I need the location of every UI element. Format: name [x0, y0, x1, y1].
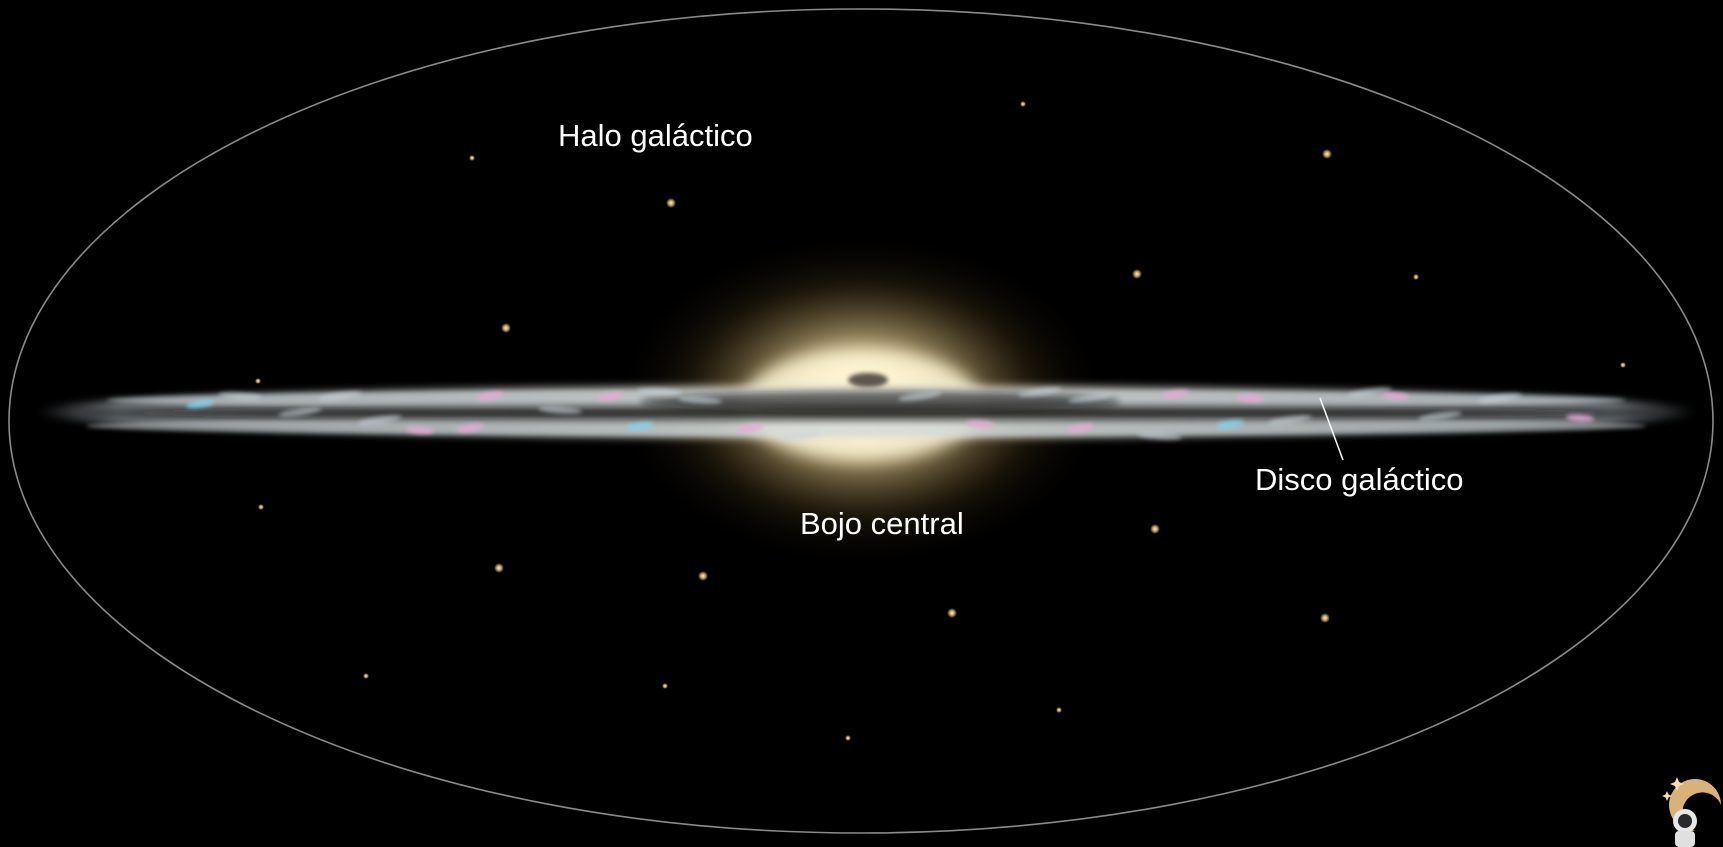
halo-star-dot — [1150, 524, 1160, 534]
halo-star-dot — [666, 198, 676, 208]
halo-star-dot — [1320, 613, 1330, 623]
disk-leader-line — [1319, 397, 1344, 461]
young-star-cluster — [1216, 420, 1244, 428]
halo-star-dot — [1620, 362, 1626, 368]
star-forming-region — [736, 424, 764, 432]
disk-gas-cloud — [538, 406, 582, 414]
young-star-cluster — [626, 422, 654, 430]
halo-star-dot — [1132, 269, 1142, 279]
disk-gas-cloud — [1268, 415, 1312, 425]
halo-stars — [255, 101, 1626, 741]
disk-gas-cloud — [1418, 411, 1462, 421]
disk-gas-cloud — [898, 391, 942, 401]
dust-lane — [80, 406, 1660, 420]
halo-star-dot — [1020, 101, 1026, 107]
halo-star-dot — [845, 735, 851, 741]
halo-star-dot — [947, 608, 957, 618]
star-forming-region — [476, 392, 504, 400]
halo-star-dot — [469, 155, 475, 161]
star-forming-region — [1066, 424, 1094, 432]
disk-gas-cloud — [318, 391, 362, 401]
star-forming-region — [456, 424, 484, 432]
star-forming-region — [1161, 390, 1189, 398]
star-forming-region — [596, 392, 624, 400]
disk-gas-cloud — [358, 415, 402, 425]
disk-gas-cloud — [778, 431, 822, 441]
young-star-cluster — [186, 400, 214, 408]
galactic-disk-band — [36, 373, 1696, 441]
disk-gas-cloud — [1348, 387, 1392, 397]
disk-gas-cloud — [1478, 393, 1522, 403]
star-forming-region — [966, 420, 994, 428]
halo-ellipse — [8, 8, 1714, 834]
disk-gas-cloud — [678, 396, 722, 404]
disk-gas-cloud — [1018, 387, 1062, 397]
star-forming-region — [406, 426, 434, 434]
halo-star-dot — [1322, 149, 1332, 159]
halo-star-dot — [501, 323, 511, 333]
disk-label: Disco galáctico — [1251, 462, 1468, 497]
halo-star-dot — [698, 571, 708, 581]
disk-star-forming-regions — [186, 387, 1594, 441]
disk-gas-cloud — [278, 407, 322, 417]
disk-gas-cloud — [1138, 432, 1182, 440]
star-forming-region — [1381, 392, 1409, 400]
star-forming-region — [1566, 414, 1594, 422]
halo-star-dot — [255, 378, 261, 384]
halo-star-dot — [258, 504, 264, 510]
halo-star-dot — [1056, 707, 1062, 713]
halo-star-dot — [662, 683, 668, 689]
astronaut-logo-icon — [1662, 777, 1721, 847]
halo-star-dot — [1413, 274, 1419, 280]
halo-star-dot — [363, 673, 369, 679]
star-forming-region — [1236, 394, 1264, 402]
disk-gas-cloud — [218, 392, 262, 400]
halo-label: Halo galáctico — [558, 118, 753, 153]
bulge-label: Bojo central — [800, 506, 964, 541]
disk-gas-cloud — [1068, 393, 1112, 403]
disk-gas-cloud — [638, 388, 682, 396]
halo-star-dot — [494, 563, 504, 573]
